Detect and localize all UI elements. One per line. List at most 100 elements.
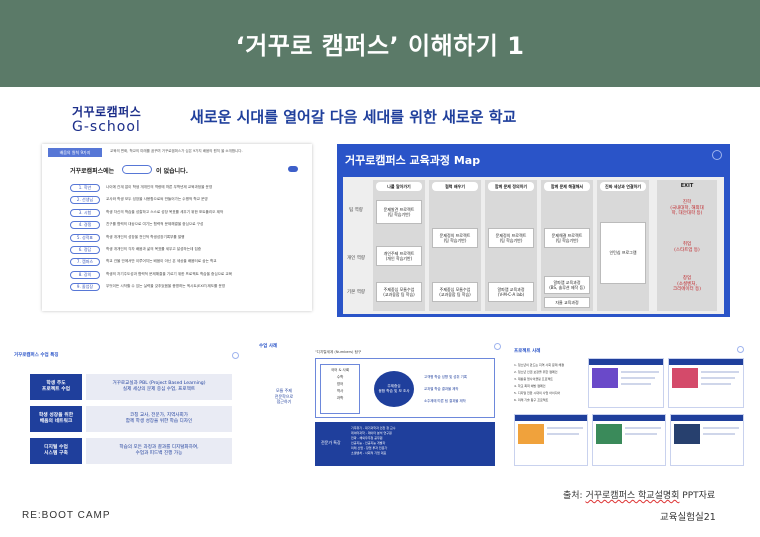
- column-header: 진짜 세상과 연결하기: [600, 182, 646, 191]
- project-image: [592, 368, 618, 388]
- text-line: [547, 433, 579, 435]
- principles-header: 교육의 변화, 학교의 미래를 꿈꾸며 거꾸로캠퍼스가 심은 9가지 배움의 원…: [110, 149, 243, 153]
- curriculum-box: 주제중심 모듈수업 (교과융합 팀 학습): [432, 282, 478, 302]
- organization-name: 교육실험실21: [660, 512, 716, 523]
- curriculum-box: 주제중심 모듈수업 (교과융합 팀 학습): [376, 282, 422, 302]
- feature-label: 디지털 수업 시스템 구축: [30, 438, 82, 464]
- principle-text: 친구를 협력의 대상으로 여기는 협력적 문제해결을 중심으로 구성: [106, 222, 204, 227]
- project-list: 1. 청소년이 만드는 지역 사회 문제 해결 2. 청소년 인권 보장을 위한…: [514, 363, 564, 402]
- curriculum-box: 문제정의 프로젝트 (팀 학습기반): [488, 228, 534, 248]
- feature-row: 학생 성장을 위한 배움의 네트워크 코칭 교사, 전문가, 지역사회가 함께 …: [30, 406, 232, 432]
- curriculum-box: 인턴십 프로그램: [600, 222, 646, 284]
- g-logo-icon: [737, 346, 744, 353]
- curriculum-box: 알파랩 교육과정 (BS, 솔루션 제작 등): [544, 276, 590, 294]
- row-label: 기본 역량: [347, 290, 365, 295]
- principle-text: 학생 자신의 학습을 성찰하고 스스로 성장 목표를 세우기 위한 포트폴리오 …: [106, 209, 224, 214]
- curriculum-box: 문제정의 프로젝트 (팀 학습기반): [432, 228, 478, 248]
- curriculum-column: 함께 문제 해결해서 문제해결 프로젝트 (팀 학습기반) 알파랩 교육과정 (…: [541, 180, 593, 311]
- source-prefix: 출처:: [563, 491, 586, 501]
- principle-row: 7. 캠퍼스 학교 건물 안에서만 이루어지는 배움이 아닌 온 세상을 배움터로…: [70, 256, 300, 268]
- curriculum-column: 나를 알아가기 문제발견 프로젝트 (팀 학습기반) 개인주제 프로젝트 (개인…: [373, 180, 425, 311]
- principle-text: 학교 건물 안에서만 이루어지는 배움이 아닌 온 세상을 배움터로 삼는 학교: [106, 259, 217, 264]
- principle-row: 2. 선생님 교사와 학생 모두 성장을 사용함으로써 만들어가는 수평적 학교 …: [70, 194, 300, 206]
- principle-row: 4. 경쟁 친구를 협력의 대상으로 여기는 협력적 문제해결을 중심으로 구성: [70, 219, 300, 231]
- exit-header: EXIT: [680, 183, 694, 189]
- class-example-title: 수업 사례: [259, 344, 278, 349]
- class-example-panel: 수업 사례 "디지털세계 (Numbers) 탐구 모듈 주제 전문학으로 접근…: [255, 340, 505, 470]
- class-features-panel: 거꾸로캠퍼스 수업 특징 학생 주도 프로젝트 수업 거꾸로교실과 PBL (P…: [10, 340, 245, 470]
- module-diagram: 국어 & 사회 수학 영어 역사 과학 주제중심 융합 학습 및 모 조사 고객…: [315, 358, 495, 418]
- project-image: [518, 424, 544, 444]
- exit-column: EXIT 진학 (국내대학, 해외대 학, 대안대학 등) 취업 (스타트업 등…: [657, 180, 717, 311]
- slide-subtitle: 새로운 시대를 열어갈 다음 세대를 위한 새로운 학교: [190, 108, 517, 126]
- project-card: [588, 358, 664, 408]
- center-topic: 주제중심 융합 학습 및 모 조사: [374, 371, 414, 407]
- project-card: [514, 414, 588, 466]
- principle-label: 8. 강의: [70, 270, 100, 279]
- principle-text: 학생 개개인의 성장을 전인적 학생성장기록부를 발행: [106, 234, 185, 239]
- text-line: [621, 371, 659, 373]
- text-line: [701, 377, 735, 379]
- column-header: 함께 문제 해결해서: [544, 182, 590, 191]
- curriculum-box: 문제발견 프로젝트 (팀 학습기반): [376, 200, 422, 224]
- feature-label: 학생 주도 프로젝트 수업: [30, 374, 82, 400]
- project-image: [596, 424, 622, 444]
- card-header: [589, 359, 663, 365]
- text-line: [703, 427, 739, 429]
- principles-panel: 배움의 원칙 9가지 교육의 변화, 학교의 미래를 꿈꾸며 거꾸로캠퍼스가 심…: [42, 144, 312, 311]
- curriculum-column: 함께 문제 정의하기 문제정의 프로젝트 (팀 학습기반) 알파랩 교육과정 (…: [485, 180, 537, 311]
- curriculum-box: 알파랩 교육과정 (V-M-C-A lab): [488, 282, 534, 302]
- curriculum-grid: 팀 역량 개인 역량 기본 역량 나를 알아가기 문제발견 프로젝트 (팀 학습…: [343, 177, 724, 314]
- principle-label: 7. 캠퍼스: [70, 258, 100, 267]
- principle-label: 5. 성적표: [70, 233, 100, 242]
- principle-text: 학생의 자기주도성과 협력적 문제해결을 기르기 위한 프로젝트 학습을 중심으…: [106, 271, 232, 276]
- feature-row: 디지털 수업 시스템 구축 학습의 모든 과정과 결과를 디지털화하여, 수업과…: [30, 438, 232, 464]
- principle-row: 8. 강의 학생의 자기주도성과 협력적 문제해결을 기르기 위한 프로젝트 학습…: [70, 269, 300, 281]
- exit-item: 취업 (스타트업 등): [674, 242, 700, 253]
- module-topic-label: 모듈 주제 전문학으로 접근하기: [274, 388, 294, 404]
- curriculum-map-title: 거꾸로캠퍼스 교육과정 Map: [345, 154, 481, 167]
- project-image: [672, 368, 698, 388]
- project-image: [674, 424, 700, 444]
- principles-tag: 배움의 원칙 9가지: [48, 148, 102, 157]
- curriculum-map-panel: 거꾸로캠퍼스 교육과정 Map 팀 역량 개인 역량 기본 역량 나를 알아가기…: [337, 144, 730, 317]
- exit-item: 진학 (국내대학, 해외대 학, 대안대학 등): [670, 200, 704, 216]
- exit-item: 창업 (소셜벤처, 크리에이터 등): [672, 276, 702, 292]
- g-logo-icon: [712, 150, 722, 160]
- source-name: 거꾸로캠퍼스 학교설명회: [585, 491, 680, 501]
- expert-lecture-box: 전문가 특강 기후위기 - 대기과학과 인천 청 교수 데이터과학 - 데이터 …: [315, 422, 495, 466]
- curriculum-box: 자율 교육과정: [544, 297, 590, 308]
- principle-text: 교사와 학생 모두 성장을 사용함으로써 만들어가는 수평적 학교 운영: [106, 197, 208, 202]
- outcome-list: 고객평 학습 성향 및 성취 기록 교과별 학습 결과물 제작 소주제에 따른 …: [424, 375, 467, 403]
- class-features-title: 거꾸로캠퍼스 수업 특징: [14, 353, 59, 358]
- project-card: [670, 414, 744, 466]
- card-header: [671, 415, 743, 421]
- text-line: [621, 383, 651, 385]
- card-header: [669, 359, 743, 365]
- feature-desc: 거꾸로교실과 PBL (Project Based Learning) 실제 세…: [86, 374, 232, 400]
- text-line: [621, 377, 655, 379]
- expert-lecture-list: 기후위기 - 대기과학과 인천 청 교수 데이터과학 - 데이터 분석 연구원 …: [351, 426, 396, 455]
- principle-text: 나이에 관계 없이 학생 개개인의 역량에 따른 무학년제 교육과정을 운영: [106, 185, 213, 189]
- principle-label: 4. 경쟁: [70, 221, 100, 230]
- curriculum-box: 문제해결 프로젝트 (팀 학습기반): [544, 228, 590, 248]
- text-line: [547, 427, 583, 429]
- principle-label: 2. 선생님: [70, 196, 100, 205]
- text-line: [701, 371, 739, 373]
- logo-text-english: G-school: [72, 119, 141, 135]
- subject-list: 국어 & 사회 수학 영어 역사 과학: [320, 364, 360, 414]
- principle-label: 6. 정답: [70, 245, 100, 254]
- project-cases-title: 프로젝트 사례: [514, 349, 541, 354]
- principle-row: 5. 성적표 학생 개개인의 성장을 전인적 학생성장기록부를 발행: [70, 232, 300, 244]
- column-header: 나를 알아가기: [376, 182, 422, 191]
- curriculum-column: 진짜 세상과 연결하기 인턴십 프로그램: [597, 180, 649, 311]
- text-line: [625, 427, 661, 429]
- card-header: [515, 415, 587, 421]
- principle-text: 무엇이든 시작할 수 있는 실력을 갖추었음을 증명하는 엑시트(EXIT)제도…: [106, 284, 226, 289]
- card-header: [593, 415, 665, 421]
- text-line: [701, 383, 731, 385]
- project-cases-panel: 프로젝트 사례 1. 청소년이 만드는 지역 사회 문제 해결 2. 청소년 인…: [510, 340, 750, 470]
